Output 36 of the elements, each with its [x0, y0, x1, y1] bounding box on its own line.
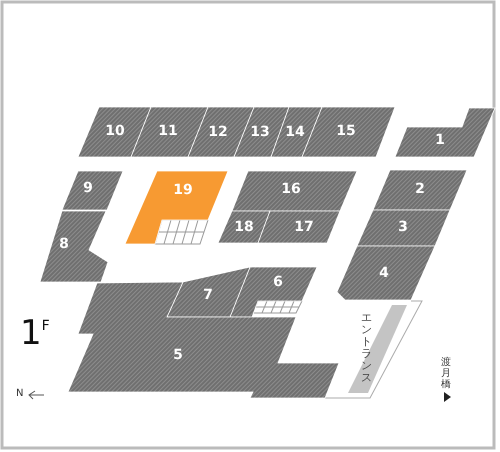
- unit-number: 14: [285, 124, 305, 140]
- unit-number: 19: [173, 182, 193, 198]
- unit-number: 4: [379, 265, 389, 281]
- store-block: [271, 107, 322, 157]
- unit-number: 7: [203, 287, 213, 303]
- store-block: [78, 107, 151, 157]
- bridge-label: 渡月橋: [441, 357, 451, 390]
- unit-number: 12: [208, 124, 228, 140]
- unit-number: 10: [105, 123, 125, 139]
- unit-number: 8: [59, 236, 69, 252]
- unit-number: 17: [294, 219, 314, 235]
- unit-number: 2: [415, 181, 425, 197]
- store-block: [373, 170, 467, 210]
- unit-number: 3: [398, 219, 408, 235]
- store-block: [395, 108, 495, 157]
- store-block: [230, 267, 317, 317]
- store-block: [125, 171, 228, 244]
- store-block: [62, 171, 123, 210]
- entrance-label: エントランス: [361, 312, 372, 385]
- unit-number: 13: [250, 124, 270, 140]
- unit-number: 18: [234, 219, 254, 235]
- store-block: [131, 107, 208, 157]
- north-label: N: [16, 388, 24, 400]
- unit-number: 6: [273, 274, 283, 290]
- store-block: [40, 211, 108, 282]
- unit-number: 15: [336, 123, 356, 139]
- store-block: [337, 246, 435, 300]
- store-block: [258, 211, 340, 243]
- unit-number: 5: [173, 347, 183, 363]
- floor-label: 1$^{F}$: [20, 312, 50, 353]
- unit-number: 16: [281, 181, 301, 197]
- unit-number: 9: [83, 180, 93, 196]
- unit-number: 1: [435, 132, 445, 148]
- unit-number: 11: [158, 123, 178, 139]
- store-block: [357, 210, 450, 246]
- store-block: [167, 267, 250, 317]
